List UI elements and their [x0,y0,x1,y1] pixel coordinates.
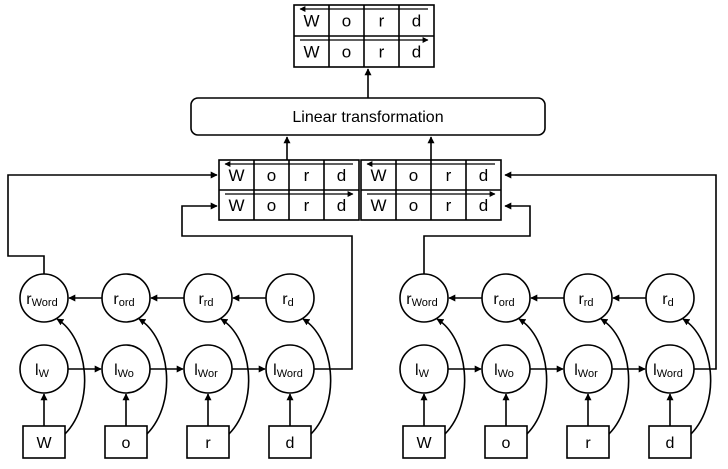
r-node-subscript: rd [584,297,594,309]
output-grid-cell-letter: W [303,43,319,62]
backward-forward-grid-right-cell-letter: r [446,196,452,215]
input-char-box [402,425,446,459]
l-final-to-grid-arrow [181,202,353,370]
r-node-subscript: Word [412,297,438,309]
backward-forward-grid-right-cell-letter: d [479,166,488,185]
input-to-r-curved-arrow [436,318,466,435]
input-char-label: o [122,435,131,452]
input-char-label: W [36,435,52,452]
output-grid-cell-letter: W [303,12,319,31]
input-to-r-curved-arrow [56,318,86,435]
l-node-subscript: Wo [118,368,134,380]
backward-forward-grid-right-cell-letter: W [370,196,386,215]
r-node-subscript: Word [32,297,58,309]
backward-forward-grid-right-cell-letter: d [479,196,488,215]
output-grid-cell-letter: r [379,12,385,31]
l-node-subscript: Wor [578,368,598,380]
input-char-label: W [416,435,432,452]
backward-forward-grid-left-cell-letter: r [304,196,310,215]
r-node-subscript: d [668,297,674,309]
l-node-subscript: Wor [198,368,218,380]
input-char-label: o [502,435,511,452]
input-char-label: d [666,435,675,452]
linear-transformation-box: Linear transformation [190,97,546,136]
backward-forward-grid-right-cell-letter: W [370,166,386,185]
input-to-r-curved-arrow [220,318,250,435]
l-node-subscript: Word [277,368,303,380]
backward-forward-grid-right-cell-letter: o [409,196,418,215]
backward-forward-grid-right-cell-letter: r [446,166,452,185]
r-node-subscript: ord [499,297,515,309]
input-char-label: d [286,435,295,452]
l-node-subscript: Word [657,368,683,380]
input-char-label: r [585,435,591,452]
backward-forward-grid-left-cell-letter: d [337,196,346,215]
backward-forward-grid-left-cell-letter: W [228,166,244,185]
output-grid-cell-letter: o [342,43,351,62]
linear-transformation-label: Linear transformation [292,109,443,126]
r-node-label: rd [282,291,293,309]
backward-forward-grid-right-cell-letter: o [409,166,418,185]
r-node-subscript: d [288,297,294,309]
input-char-box [268,425,312,459]
backward-forward-grid-left-cell-letter: d [337,166,346,185]
input-to-r-curved-arrow [518,318,548,435]
backward-forward-grid-left-cell-letter: r [304,166,310,185]
r-node-label: rd [662,291,673,309]
r-final-to-grid-arrow [423,202,531,274]
backward-forward-grid-left-cell-letter: o [267,166,276,185]
input-to-r-curved-arrow [600,318,630,435]
output-grid-cell-letter: d [412,12,421,31]
r-final-to-grid-arrow [7,171,218,274]
input-char-box [566,425,610,459]
input-to-r-curved-arrow [138,318,168,435]
l-node-subscript: Wo [498,368,514,380]
l-node-subscript: W [419,368,430,380]
r-node-subscript: rd [204,297,214,309]
input-to-r-curved-arrow [302,318,332,435]
l-final-to-grid-arrow [504,171,717,370]
backward-forward-grid-left-cell-letter: W [228,196,244,215]
input-char-box [104,425,148,459]
input-char-label: r [205,435,211,452]
r-node-subscript: ord [119,297,135,309]
output-grid-cell-letter: o [342,12,351,31]
output-grid-cell-letter: d [412,43,421,62]
l-node-subscript: W [39,368,50,380]
backward-forward-grid-left-cell-letter: o [267,196,276,215]
input-to-r-curved-arrow [682,318,712,435]
output-grid-cell-letter: r [379,43,385,62]
